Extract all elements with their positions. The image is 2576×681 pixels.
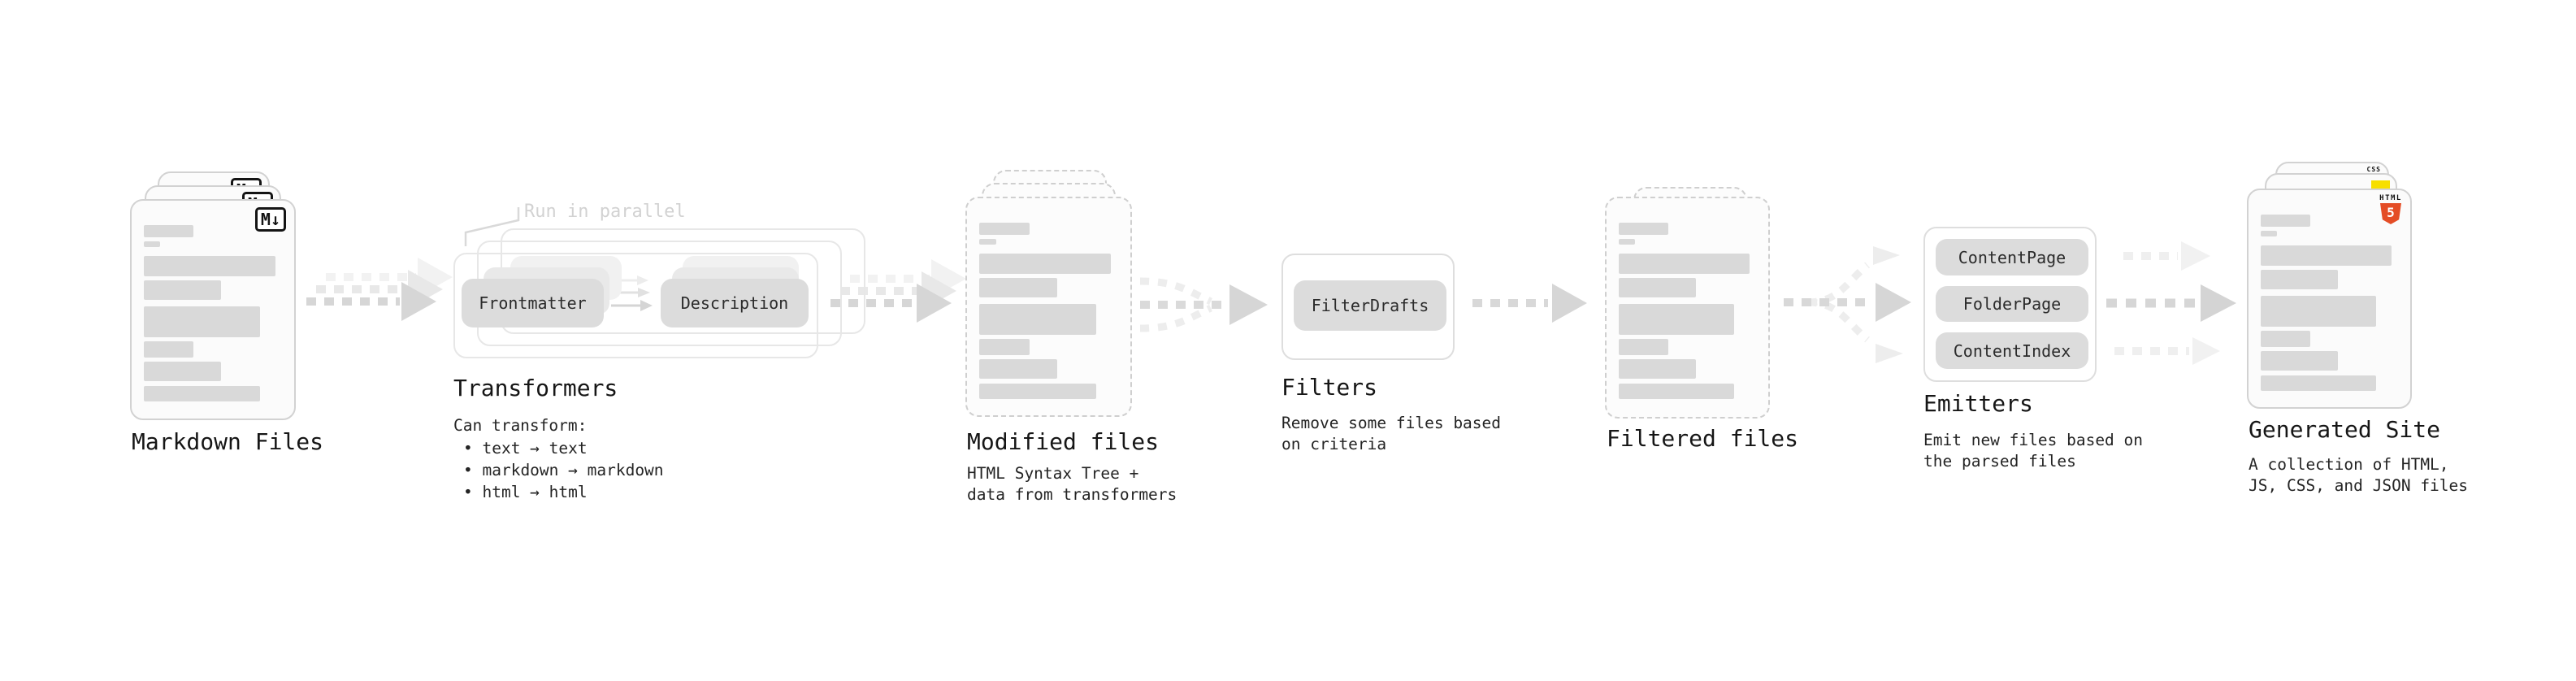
desc-line: Remove some files based xyxy=(1281,414,1502,432)
markdown-files-label: Markdown Files xyxy=(132,428,324,455)
bullet-item: • html → html xyxy=(463,483,588,501)
placeholder-line xyxy=(1619,339,1668,355)
content-page-box: ContentPage xyxy=(1936,239,2088,275)
placeholder-line xyxy=(144,362,222,381)
content-index-box: ContentIndex xyxy=(1936,332,2088,369)
desc-line: Emit new files based on xyxy=(1923,431,2144,449)
bullet-item: • text → text xyxy=(463,439,588,458)
doc-placeholder-lines xyxy=(979,223,1118,399)
description-box: Description xyxy=(661,279,809,327)
modified-doc-front xyxy=(965,197,1132,417)
placeholder-line xyxy=(2261,215,2310,227)
placeholder-line xyxy=(144,225,194,237)
emitters-desc: Emit new files based on the parsed files xyxy=(1923,430,2143,472)
frontmatter-box: Frontmatter xyxy=(462,279,604,327)
desc-line: on criteria xyxy=(1281,435,1387,453)
placeholder-line xyxy=(2261,375,2376,391)
transformers-label: Transformers xyxy=(453,375,618,401)
placeholder-line xyxy=(2261,245,2392,266)
bullet-item: • markdown → markdown xyxy=(463,461,664,479)
placeholder-line xyxy=(979,304,1096,335)
placeholder-line xyxy=(2261,296,2376,327)
placeholder-line xyxy=(1619,223,1668,235)
html5-icon: HTML 5 xyxy=(2377,194,2405,224)
filters-panel: FilterDrafts xyxy=(1281,254,1455,360)
placeholder-line xyxy=(2261,351,2338,371)
arrow-emitters-to-site xyxy=(2106,241,2236,365)
arrow-filters-to-filtered xyxy=(1472,284,1587,323)
filter-drafts-box: FilterDrafts xyxy=(1294,280,1446,331)
placeholder-line xyxy=(2261,231,2278,236)
placeholder-line xyxy=(979,359,1057,379)
placeholder-line xyxy=(1619,304,1734,335)
arrow-filtered-to-emitters xyxy=(1784,246,1911,363)
site-doc-front: HTML 5 xyxy=(2247,189,2412,409)
folder-page-box: FolderPage xyxy=(1936,286,2088,322)
filters-label: Filters xyxy=(1281,374,1378,401)
emitters-label: Emitters xyxy=(1923,390,2033,417)
placeholder-line xyxy=(979,278,1057,297)
arrow-transformers-to-modified xyxy=(830,259,966,323)
desc-line: data from transformers xyxy=(967,485,1177,504)
placeholder-line xyxy=(1619,278,1696,297)
placeholder-line xyxy=(144,241,161,247)
placeholder-line xyxy=(144,306,260,337)
filters-desc: Remove some files based on criteria xyxy=(1281,413,1501,455)
run-in-parallel-callout-line xyxy=(464,207,520,246)
desc-line: A collection of HTML, xyxy=(2249,455,2449,474)
placeholder-line xyxy=(979,339,1030,355)
desc-line: the parsed files xyxy=(1923,452,2076,471)
placeholder-line xyxy=(144,280,222,300)
markdown-doc-front: M↓ xyxy=(130,199,296,420)
arrow-modified-to-filters xyxy=(1139,277,1268,332)
placeholder-line xyxy=(979,384,1096,399)
html5-icon-word: HTML xyxy=(2379,194,2402,202)
doc-placeholder-lines xyxy=(144,225,282,401)
placeholder-line xyxy=(979,223,1030,235)
filtered-files-label: Filtered files xyxy=(1607,425,1799,452)
placeholder-line xyxy=(1619,359,1696,379)
run-in-parallel-annotation: Run in parallel xyxy=(524,202,686,222)
placeholder-line xyxy=(144,256,275,276)
placeholder-line xyxy=(2261,331,2310,347)
desc-line: JS, CSS, and JSON files xyxy=(2249,476,2469,495)
placeholder-line xyxy=(2261,270,2338,289)
placeholder-line xyxy=(144,341,194,358)
desc-line: HTML Syntax Tree + xyxy=(967,464,1139,483)
doc-placeholder-lines xyxy=(1619,223,1756,399)
transformer-run-front xyxy=(453,253,818,358)
modified-files-desc: HTML Syntax Tree + data from transformer… xyxy=(967,463,1177,505)
js-icon xyxy=(2371,180,2390,189)
arrow-markdown-to-transformers xyxy=(306,258,453,321)
placeholder-line xyxy=(1619,239,1636,245)
placeholder-line xyxy=(1619,254,1750,274)
placeholder-line xyxy=(144,386,260,401)
placeholder-line xyxy=(979,254,1112,274)
transformers-desc-title: Can transform: xyxy=(453,416,588,435)
markdown-icon: M↓ xyxy=(254,207,286,232)
transformers-bullet-list: • text → text • markdown → markdown • ht… xyxy=(463,437,664,503)
placeholder-line xyxy=(1619,384,1734,399)
generated-site-label: Generated Site xyxy=(2249,416,2441,443)
modified-files-label: Modified files xyxy=(967,428,1160,455)
doc-placeholder-lines xyxy=(2261,215,2398,391)
emitters-panel: ContentPage FolderPage ContentIndex xyxy=(1923,227,2097,382)
filtered-doc-front xyxy=(1605,197,1770,419)
generated-site-desc: A collection of HTML, JS, CSS, and JSON … xyxy=(2249,454,2468,497)
placeholder-line xyxy=(979,239,996,245)
